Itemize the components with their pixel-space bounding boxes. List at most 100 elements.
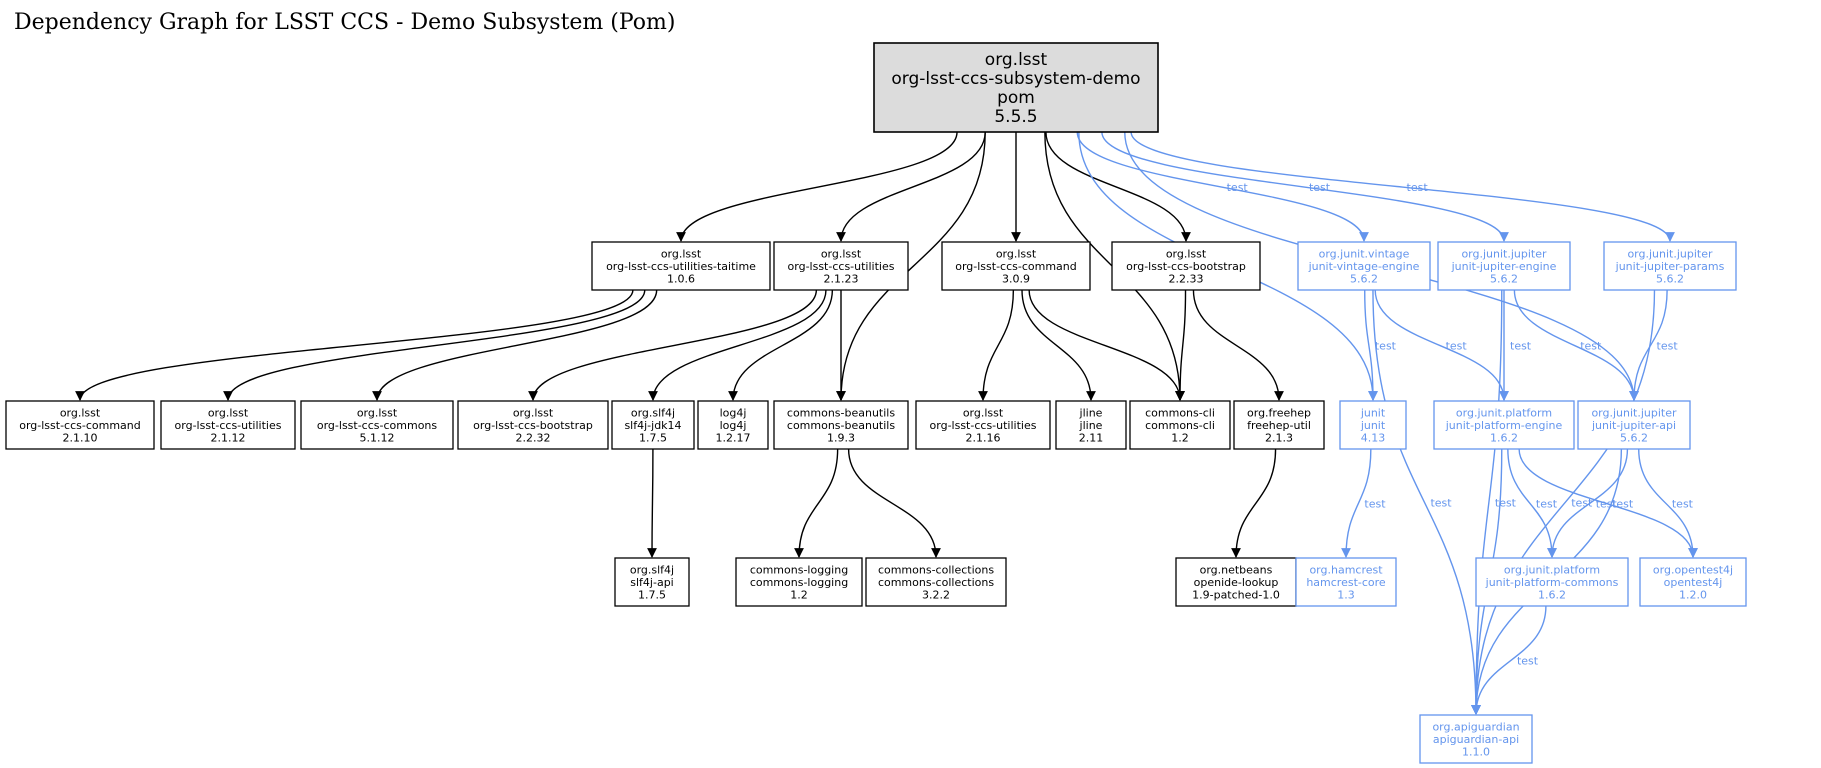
edge-label-vintage-to-platformengine: test (1446, 340, 1468, 353)
node-label-bootstrap2232-line-2: 2.2.32 (516, 432, 551, 445)
node-box-opentest4j (1639, 557, 1747, 607)
node-label-vintage-line-2: 5.6.2 (1350, 273, 1378, 286)
edge-taitime-to-command2110 (75, 289, 634, 401)
node-box-jupiterengine (1437, 241, 1571, 291)
node-label-jline-line-2: 2.11 (1079, 432, 1104, 445)
node-box-taitime (591, 241, 771, 291)
node-platformengine[interactable]: org.junit.platformjunit-platform-engine1… (1433, 400, 1575, 450)
edge-jupiterparams-to-apiguardian (1471, 289, 1656, 715)
node-label-opentest4j-line-2: 1.2.0 (1679, 589, 1707, 602)
node-label-slf4jjdk14-line-0: org.slf4j (631, 407, 675, 420)
edge-label-jupiterengine-to-apiguardian: test (1495, 497, 1517, 510)
edge-platformengine-to-opentest4j (1518, 448, 1698, 558)
edge-label-jupiterapi-to-platformcommons: test (1596, 498, 1618, 511)
node-commonscollections[interactable]: commons-collectionscommons-collections3.… (865, 557, 1007, 607)
node-box-platformengine (1433, 400, 1575, 450)
node-jupiterparams[interactable]: org.junit.jupiterjunit-jupiter-params5.6… (1603, 241, 1737, 291)
node-box-commonslogging (735, 557, 863, 607)
node-box-command2110 (5, 400, 155, 450)
node-root[interactable]: org.lsstorg-lsst-ccs-subsystem-demopom5.… (873, 42, 1159, 133)
node-label-utilities2116-line-2: 2.1.16 (966, 432, 1001, 445)
node-box-utilities2123 (773, 241, 909, 291)
node-label-bootstrap2232-line-0: org.lsst (513, 407, 554, 420)
node-label-root-line-3: 5.5.5 (994, 107, 1037, 127)
node-jupiterengine[interactable]: org.junit.jupiterjunit-jupiter-engine5.6… (1437, 241, 1571, 291)
edge-label-platformengine-to-platformcommons: test (1536, 498, 1558, 511)
node-label-openide-line-2: 1.9-patched-1.0 (1192, 589, 1280, 602)
edge-vintage-to-apiguardian (1372, 289, 1481, 715)
node-box-root (873, 42, 1159, 133)
node-label-log4j-line-0: log4j (720, 407, 747, 420)
node-label-jupiterparams-line-1: junit-jupiter-params (1615, 260, 1725, 273)
node-box-log4j (697, 400, 769, 450)
node-label-bootstrap2233-line-1: org-lsst-ccs-bootstrap (1126, 260, 1246, 273)
edge-slf4jjdk14-to-slf4japi (647, 448, 657, 558)
node-box-beanutils (773, 400, 909, 450)
node-label-openide-line-0: org.netbeans (1200, 564, 1273, 577)
edge-label-root-to-jupiterparams: test (1407, 181, 1429, 194)
node-vintage[interactable]: org.junit.vintagejunit-vintage-engine5.6… (1297, 241, 1431, 291)
node-label-log4j-line-2: 1.2.17 (716, 432, 751, 445)
edge-jupiterengine-to-jupiterapi (1513, 289, 1639, 401)
node-box-bootstrap2232 (457, 400, 609, 450)
edge-root-to-vintage (1076, 131, 1369, 242)
node-box-apiguardian (1419, 714, 1533, 764)
node-platformcommons[interactable]: org.junit.platformjunit-platform-commons… (1475, 557, 1629, 607)
edge-root-to-taitime (676, 131, 958, 242)
node-label-commonslogging-line-1: commons-logging (750, 576, 848, 589)
node-taitime[interactable]: org.lsstorg-lsst-ccs-utilities-taitime1.… (591, 241, 771, 291)
node-label-jupiterengine-line-2: 5.6.2 (1490, 273, 1518, 286)
edge-label-junit-to-hamcrest: test (1364, 498, 1386, 511)
node-label-platformengine-line-2: 1.6.2 (1490, 432, 1518, 445)
node-label-root-line-2: pom (997, 88, 1035, 108)
edge-jupiterengine-to-apiguardian (1471, 289, 1503, 715)
node-box-utilities2112 (160, 400, 296, 450)
node-label-platformcommons-line-1: junit-platform-commons (1485, 576, 1619, 589)
node-box-slf4jjdk14 (611, 400, 695, 450)
edge-command309-to-commonscli (1028, 289, 1185, 401)
node-box-freehep (1233, 400, 1325, 450)
node-label-commons5112-line-0: org.lsst (357, 407, 398, 420)
node-box-commonscollections (865, 557, 1007, 607)
node-label-commonscli-line-1: commons-cli (1145, 419, 1215, 432)
node-openide[interactable]: org.netbeansopenide-lookup1.9-patched-1.… (1175, 557, 1297, 607)
node-label-opentest4j-line-1: opentest4j (1664, 576, 1723, 589)
node-label-commonscollections-line-1: commons-collections (878, 576, 994, 589)
node-label-utilities2112-line-2: 2.1.12 (211, 432, 246, 445)
edge-platformcommons-to-apiguardian (1471, 605, 1547, 715)
node-label-bootstrap2233-line-2: 2.2.33 (1169, 273, 1204, 286)
edge-label-jupiterapi-to-opentest4j: test (1672, 498, 1694, 511)
edge-root-to-utilities2123 (836, 131, 986, 242)
node-box-command309 (941, 241, 1091, 291)
node-label-command2110-line-1: org-lsst-ccs-command (19, 419, 141, 432)
node-label-commonslogging-line-2: 1.2 (790, 589, 808, 602)
edge-jupiterapi-to-opentest4j (1638, 448, 1698, 558)
edge-jupiterapi-to-platformcommons (1547, 448, 1629, 558)
node-label-command309-line-0: org.lsst (996, 248, 1037, 261)
node-label-apiguardian-line-1: apiguardian-api (1433, 733, 1519, 746)
node-label-commonscollections-line-0: commons-collections (878, 564, 994, 577)
node-label-slf4jjdk14-line-1: slf4j-jdk14 (624, 419, 681, 432)
